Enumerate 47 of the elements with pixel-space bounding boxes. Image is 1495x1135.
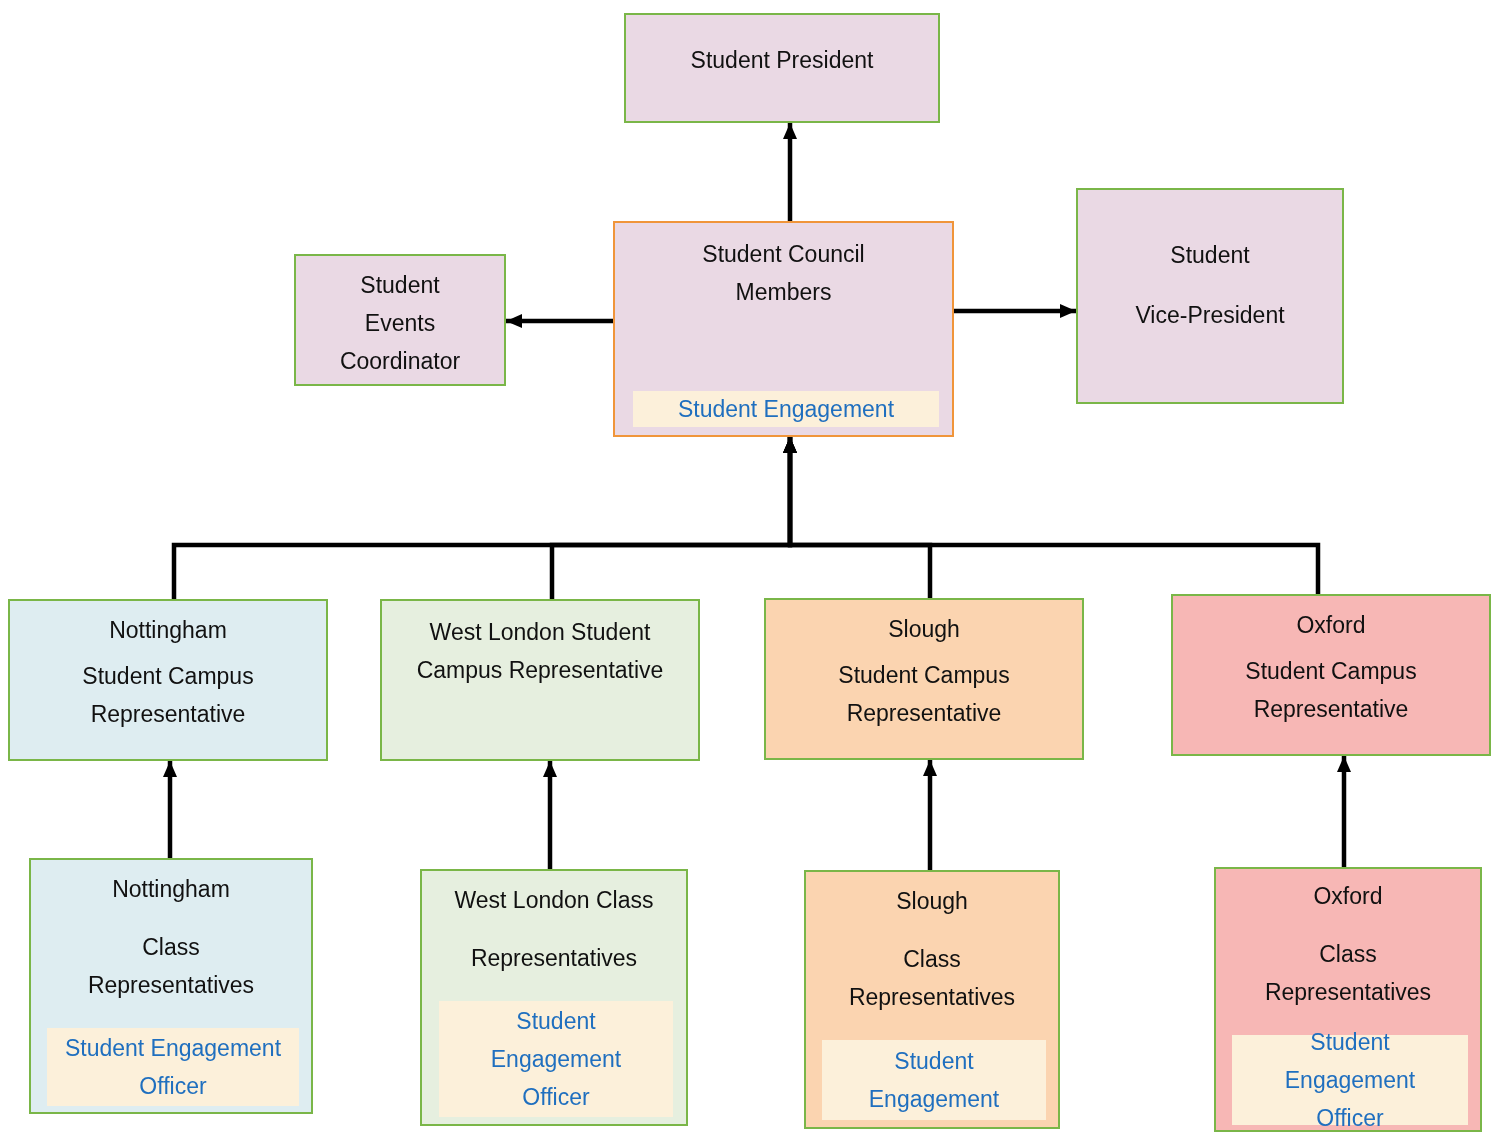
- arrow: [1337, 756, 1351, 867]
- box-text: Student Campus Representative: [1244, 657, 1418, 724]
- box-text: Student Council Members: [701, 240, 866, 307]
- role-box: [420, 869, 688, 1126]
- highlight-text: Student Engagement Officer: [63, 1034, 283, 1101]
- role-box: [294, 254, 506, 386]
- role-box: [8, 599, 328, 761]
- box-heading: Oxford: [1313, 882, 1383, 911]
- role-box: [613, 221, 954, 437]
- role-box: [1076, 188, 1344, 404]
- highlight-band: [822, 1040, 1046, 1120]
- highlight-text: Student Engagement: [677, 395, 895, 424]
- role-box: [29, 858, 313, 1114]
- box-heading: Nottingham: [109, 616, 227, 645]
- role-box: [764, 598, 1084, 760]
- box-heading: Student: [1170, 241, 1250, 270]
- role-box: [804, 870, 1060, 1129]
- box-text: Student Campus Representative: [837, 661, 1011, 728]
- box-text: Vice-President: [1135, 301, 1285, 330]
- role-box: [380, 599, 700, 761]
- highlight-band: [47, 1028, 299, 1106]
- box-heading: West London Class: [454, 886, 654, 915]
- box-text: Class Representatives: [847, 945, 1017, 1012]
- highlight-text: Student Engagement Officer: [1283, 1028, 1417, 1133]
- arrow: [783, 123, 797, 221]
- box-text: Student Events Coordinator: [338, 271, 462, 376]
- role-box: [1171, 594, 1491, 756]
- arrow: [954, 304, 1076, 318]
- box-heading: Slough: [888, 615, 960, 644]
- box-heading: Slough: [896, 887, 968, 916]
- box-heading: Nottingham: [112, 875, 230, 904]
- box-text: Class Representatives: [1263, 940, 1433, 1007]
- arrow: [923, 760, 937, 870]
- box-text: Student Campus Representative: [81, 662, 255, 729]
- highlight-text: Student Engagement: [867, 1047, 1001, 1114]
- box-text: Student President: [690, 46, 874, 75]
- box-text: Class Representatives: [86, 933, 256, 1000]
- box-text: West London Student Campus Representative: [415, 618, 665, 685]
- box-text: Representatives: [470, 944, 638, 973]
- highlight-text: Student Engagement Officer: [489, 1007, 623, 1112]
- arrow: [783, 437, 1321, 594]
- arrow: [543, 761, 557, 869]
- role-box: [624, 13, 940, 123]
- role-box: [1214, 867, 1482, 1132]
- arrow: [163, 761, 177, 858]
- box-heading: Oxford: [1296, 611, 1366, 640]
- arrow: [506, 314, 613, 328]
